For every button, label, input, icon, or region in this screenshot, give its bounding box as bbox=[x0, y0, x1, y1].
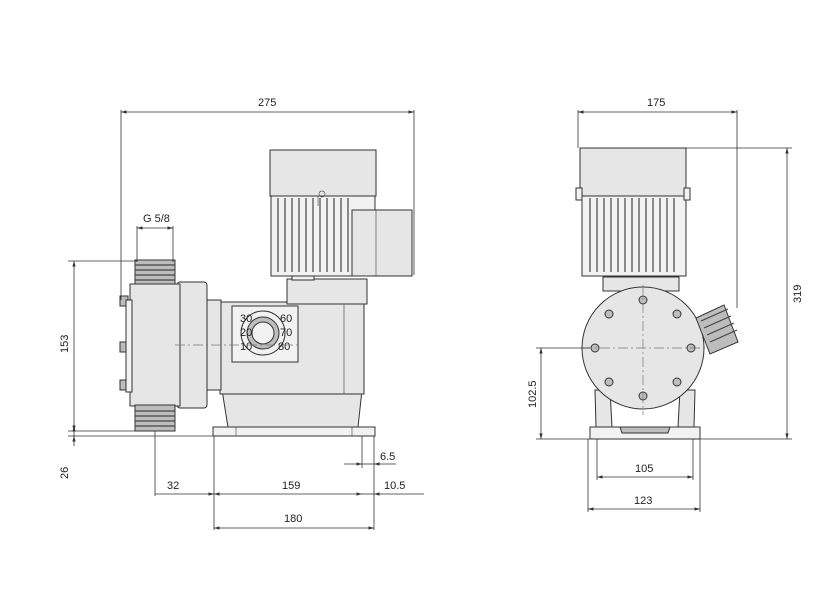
front-base-plate bbox=[212, 426, 376, 437]
front-dimensions: 275 G 5/8 153 26 32 159 10.5 6.5 bbox=[59, 97, 424, 530]
dim-base-span: 159 bbox=[282, 480, 300, 492]
dim-front-height: 153 bbox=[59, 335, 71, 353]
side-view bbox=[575, 147, 739, 440]
svg-text:60: 60 bbox=[280, 313, 292, 325]
side-motor-top bbox=[579, 147, 687, 197]
svg-text:80: 80 bbox=[278, 341, 290, 353]
side-outlet-fitting bbox=[695, 304, 739, 355]
dim-foot-outer: 123 bbox=[634, 495, 652, 507]
dim-base-offset-left: 32 bbox=[167, 480, 179, 492]
dim-foot-right: 10.5 bbox=[384, 480, 405, 492]
side-dimensions: 175 319 102.5 105 123 bbox=[527, 97, 804, 512]
front-motor-adapter bbox=[286, 278, 368, 305]
front-terminal-box bbox=[351, 209, 413, 277]
stroke-knob: 30 20 10 60 70 80 bbox=[240, 310, 292, 356]
dim-side-width: 175 bbox=[647, 97, 665, 109]
dim-foot-offset: 6.5 bbox=[380, 451, 395, 463]
dim-inlet-thread: G 5/8 bbox=[143, 213, 170, 225]
front-motor-top bbox=[269, 149, 377, 197]
dim-foot-inner: 105 bbox=[635, 463, 653, 475]
dim-axis-height: 102.5 bbox=[527, 380, 539, 408]
svg-text:70: 70 bbox=[280, 327, 292, 339]
svg-text:30: 30 bbox=[240, 313, 252, 325]
side-motor-fins bbox=[589, 198, 675, 272]
side-motor-body bbox=[581, 195, 687, 277]
inlet-valve bbox=[134, 259, 176, 285]
dim-base-width: 180 bbox=[284, 513, 302, 525]
svg-text:10: 10 bbox=[240, 341, 252, 353]
front-pedestal bbox=[221, 389, 363, 428]
dim-side-height: 319 bbox=[792, 285, 804, 303]
dim-base-height: 26 bbox=[59, 467, 71, 479]
outlet-valve bbox=[134, 404, 176, 432]
svg-text:20: 20 bbox=[240, 327, 252, 339]
front-motor-fins bbox=[277, 198, 349, 272]
dim-front-width: 275 bbox=[258, 97, 276, 109]
front-view: 30 20 10 60 70 80 bbox=[119, 149, 413, 437]
